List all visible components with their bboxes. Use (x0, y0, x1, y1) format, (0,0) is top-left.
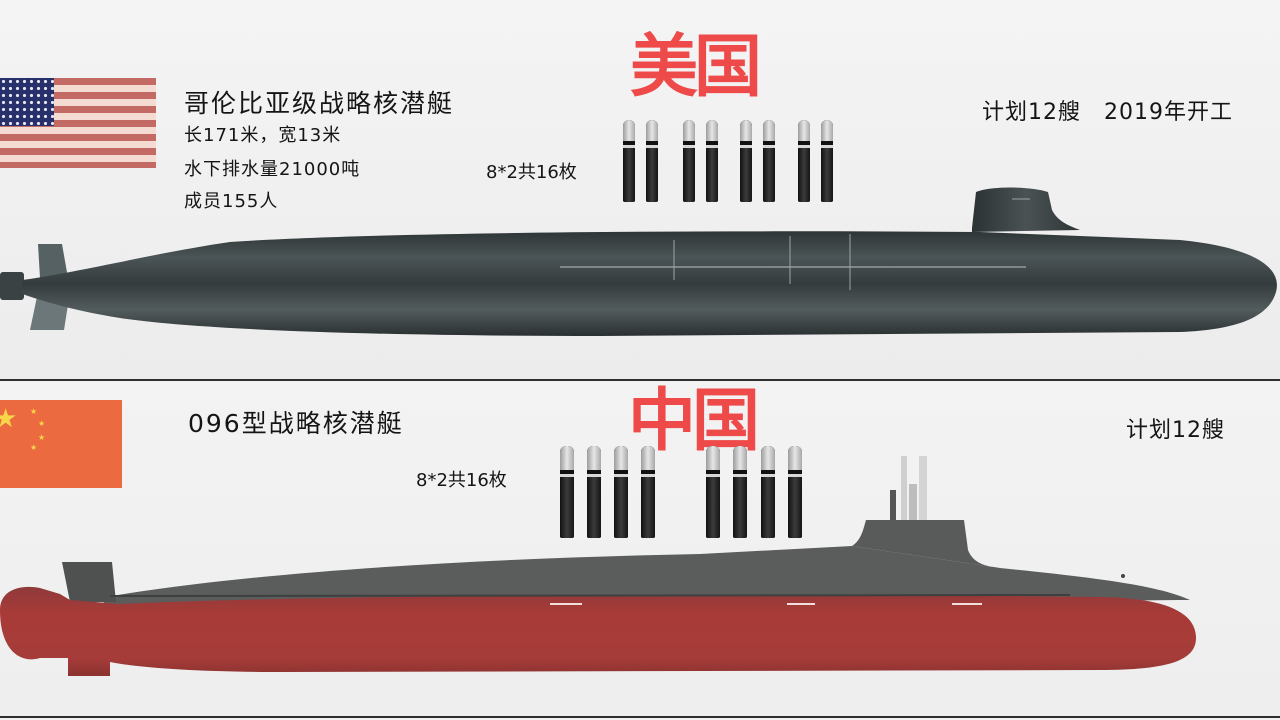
missile-icon (798, 120, 810, 202)
china-plan-note: 计划12艘 (1126, 418, 1225, 443)
missile-icon (706, 120, 718, 202)
usa-spec-crew: 成员155人 (184, 191, 279, 212)
bottom-divider (0, 716, 1280, 718)
missile-icon (740, 120, 752, 202)
usa-submarine-name: 哥伦比亚级战略核潜艇 (184, 89, 455, 118)
cn-flag-icon: ★ ★ ★ ★ ★ (0, 400, 122, 488)
china-country-label: 中国 (628, 382, 760, 461)
china-missile-label: 8*2共16枚 (416, 470, 507, 491)
missile-icon (623, 120, 635, 202)
usa-spec-dimensions: 长171米，宽13米 (184, 125, 342, 146)
missile-icon (646, 120, 658, 202)
missile-icon (763, 120, 775, 202)
missile-icon (761, 446, 775, 538)
china-submarine-name: 096型战略核潜艇 (188, 409, 404, 438)
missile-icon (614, 446, 628, 538)
usa-country-label: 美国 (630, 28, 762, 107)
columbia-submarine-illustration (0, 187, 1277, 336)
missile-icon (788, 446, 802, 538)
section-divider (0, 379, 1280, 381)
missile-icon (706, 446, 720, 538)
usa-plan-note: 计划12艘 2019年开工 (982, 100, 1233, 125)
missile-icon (821, 120, 833, 202)
missile-icon (560, 446, 574, 538)
usa-missile-label: 8*2共16枚 (486, 162, 577, 183)
usa-spec-displacement: 水下排水量21000吨 (184, 159, 361, 180)
us-flag-icon (0, 78, 156, 168)
type096-submarine-illustration (0, 456, 1196, 676)
missile-icon (587, 446, 601, 538)
missile-icon (733, 446, 747, 538)
missile-icon (683, 120, 695, 202)
missile-icon (641, 446, 655, 538)
usa-panel: 哥伦比亚级战略核潜艇 长171米，宽13米 水下排水量21000吨 成员155人… (0, 0, 1280, 380)
